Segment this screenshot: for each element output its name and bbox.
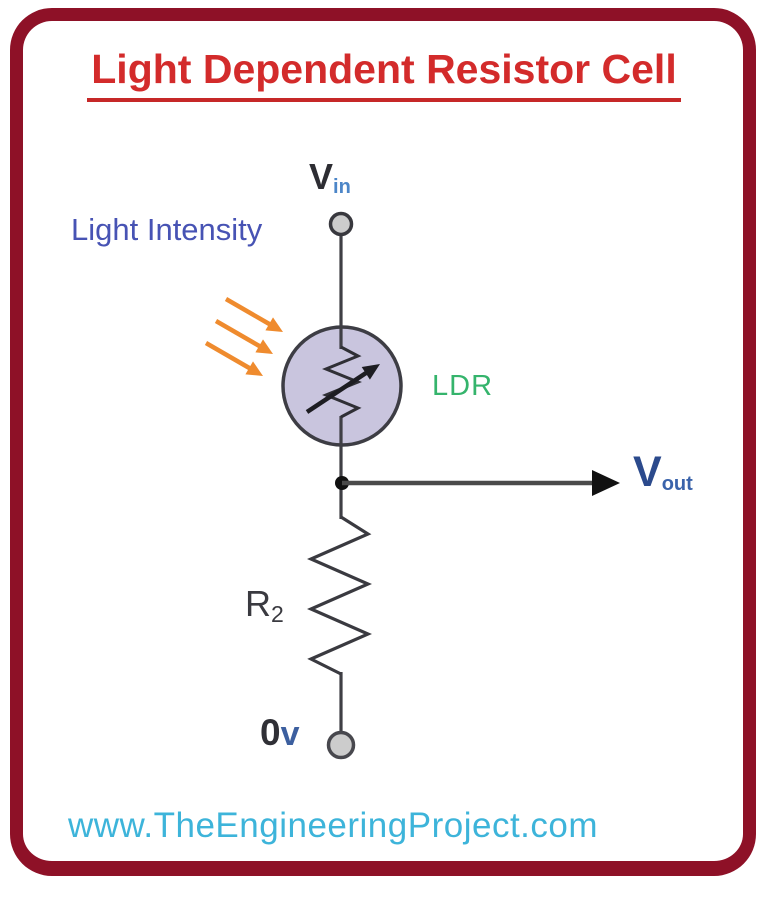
light-ray-2 xyxy=(214,319,263,349)
light-ray-1 xyxy=(224,297,273,327)
vout-label-base: V xyxy=(633,448,662,496)
r2-label-subscript: 2 xyxy=(271,601,284,627)
resistor-r2-symbol xyxy=(307,515,372,676)
vin-label: Vin xyxy=(309,156,351,199)
light-rays-icon xyxy=(204,297,273,371)
diagram-frame-border xyxy=(10,8,756,876)
vin-label-base: V xyxy=(309,156,334,197)
website-watermark: www.TheEngineeringProject.com xyxy=(68,806,599,845)
light-ray-arrowheads xyxy=(245,317,283,376)
ground-label: 0v xyxy=(260,712,300,754)
title-row: Light Dependent Resistor Cell xyxy=(0,46,768,102)
light-ray-3 xyxy=(204,341,253,371)
r2-label-base: R xyxy=(245,583,271,624)
vin-label-subscript: in xyxy=(333,176,351,198)
light-intensity-label: Light Intensity xyxy=(71,212,263,247)
resistor-r2-label: R2 xyxy=(245,583,284,628)
vin-terminal xyxy=(328,211,354,237)
ground-terminal xyxy=(326,730,356,760)
ldr-label: LDR xyxy=(432,370,494,402)
page-title: Light Dependent Resistor Cell xyxy=(87,46,681,102)
vout-label: Vout xyxy=(633,448,693,497)
vout-label-subscript: out xyxy=(661,473,693,495)
vout-arrow xyxy=(342,470,620,496)
ground-label-zero: 0 xyxy=(260,712,281,753)
ldr-resistor-zigzag xyxy=(322,345,362,419)
ldr-variable-arrow xyxy=(305,364,380,414)
ground-label-unit: v xyxy=(280,715,300,753)
